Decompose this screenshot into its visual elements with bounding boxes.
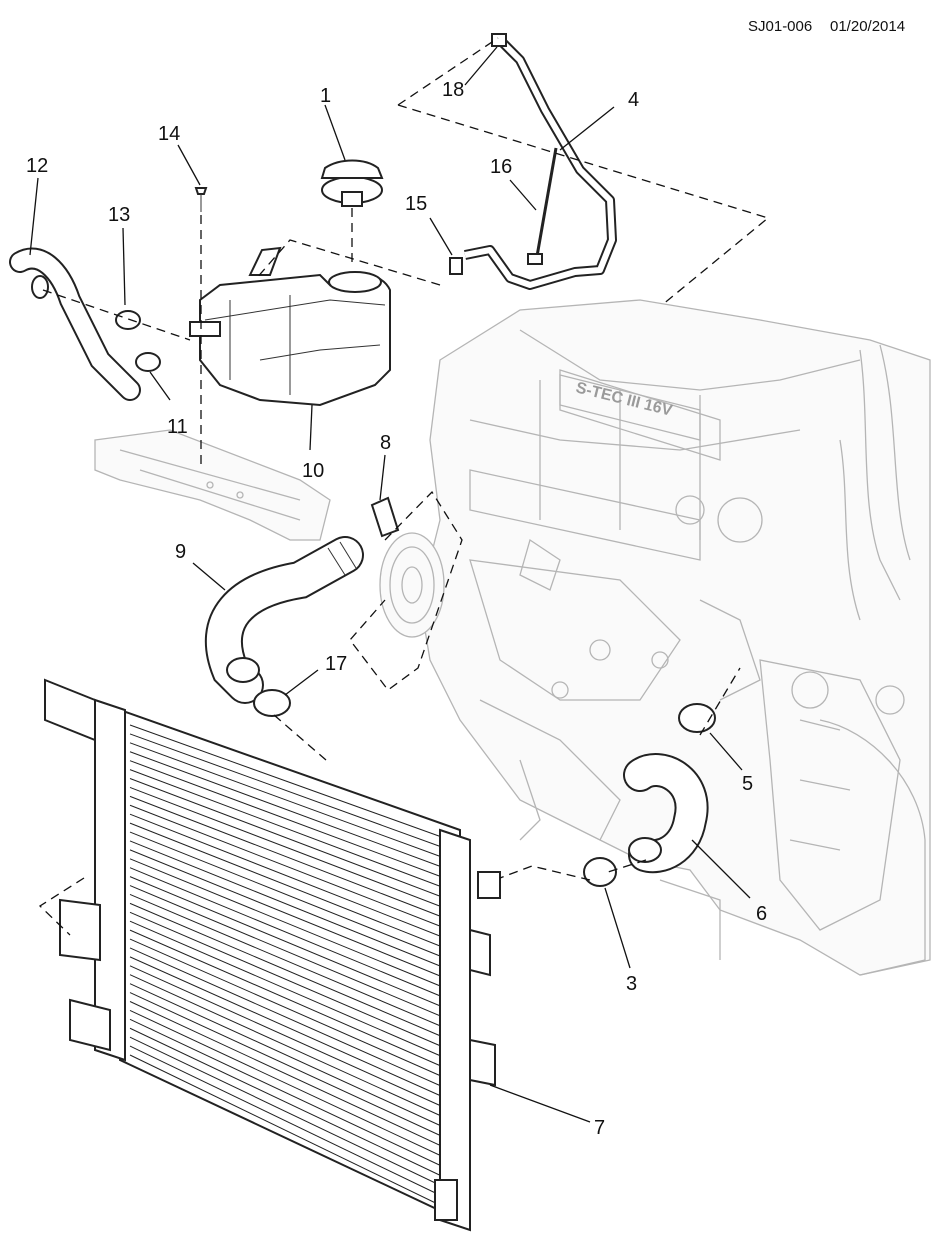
radiator-fin <box>129 742 451 861</box>
radiator-fin <box>129 983 451 1131</box>
radiator-fin <box>129 760 451 881</box>
upper-radiator-hose <box>204 536 364 704</box>
radiator-fin <box>129 1001 451 1151</box>
lower-radiator-hose <box>623 753 709 874</box>
callout-16: 16 <box>490 156 512 178</box>
radiator-fin <box>129 786 451 911</box>
radiator-fin <box>129 876 451 1011</box>
leader-lines <box>29 46 751 1123</box>
radiator-fin <box>129 1009 451 1161</box>
overflow-hose <box>464 36 617 290</box>
frame-rail <box>94 429 331 541</box>
callout-11: 11 <box>167 416 188 438</box>
radiator-fin <box>129 1018 451 1171</box>
radiator-fin <box>129 778 451 901</box>
radiator-fin <box>129 992 451 1141</box>
radiator-fin <box>129 804 451 931</box>
callout-12: 12 <box>26 155 48 177</box>
radiator-fin <box>129 813 451 941</box>
engine-assembly: S-TEC III 16V <box>379 299 931 976</box>
hose-clip-15 <box>449 257 463 275</box>
radiator-fin <box>129 1045 451 1201</box>
radiator-fin <box>129 849 451 981</box>
radiator-fin <box>129 867 451 1001</box>
radiator-fin <box>129 938 451 1081</box>
radiator-fin <box>129 1027 451 1181</box>
radiator-fin <box>129 885 451 1021</box>
radiator-fin <box>129 1036 451 1191</box>
reservoir-hose <box>9 247 141 401</box>
radiator <box>44 678 501 1232</box>
radiator-fin <box>129 920 451 1061</box>
callout-labels: 1 3 4 5 6 7 8 9 10 11 12 13 14 15 16 17 … <box>26 79 767 1139</box>
radiator-cap <box>320 159 384 207</box>
radiator-fin <box>129 965 451 1111</box>
radiator-fin <box>129 822 451 951</box>
hose-clamp-8 <box>370 496 400 538</box>
diagram-code: SJ01-006 <box>748 18 812 35</box>
callout-14: 14 <box>158 123 180 145</box>
callout-10: 10 <box>302 460 324 482</box>
radiator-fin <box>129 858 451 991</box>
callout-7: 7 <box>594 1117 605 1139</box>
hose-clamp-5 <box>678 703 716 733</box>
callout-13: 13 <box>108 204 130 226</box>
hose-clamp-3 <box>583 857 617 887</box>
group-lines <box>38 37 770 936</box>
callout-6: 6 <box>756 903 767 925</box>
radiator-fin <box>129 902 451 1041</box>
radiator-fin <box>129 795 451 921</box>
radiator-fin <box>129 1054 451 1211</box>
bolt <box>194 187 208 212</box>
callout-3: 3 <box>626 973 637 995</box>
callout-5: 5 <box>742 773 753 795</box>
hose-clamp-11 <box>135 352 161 372</box>
radiator-fin <box>129 974 451 1121</box>
callout-1: 1 <box>320 85 331 107</box>
cable-tie-16 <box>527 147 558 265</box>
radiator-fin <box>129 947 451 1091</box>
hose-clip-18 <box>491 33 507 47</box>
radiator-fin <box>129 751 451 871</box>
diagram-date: 01/20/2014 <box>830 18 905 35</box>
radiator-fin <box>129 956 451 1101</box>
callout-9: 9 <box>175 541 186 563</box>
callout-15: 15 <box>405 193 427 215</box>
radiator-fin <box>129 769 451 891</box>
hose-clamp-17 <box>253 689 291 717</box>
radiator-fin <box>129 724 451 841</box>
callout-8: 8 <box>380 432 391 454</box>
hose-clamp-13 <box>115 310 141 330</box>
radiator-fin <box>129 929 451 1071</box>
callout-17: 17 <box>325 653 347 675</box>
radiator-fin <box>129 733 451 851</box>
radiator-fin <box>129 840 451 971</box>
coolant-reservoir <box>189 246 391 407</box>
radiator-fin <box>129 831 451 961</box>
callout-4: 4 <box>628 89 639 111</box>
radiator-fin <box>129 893 451 1031</box>
callout-18: 18 <box>442 79 464 101</box>
radiator-fin <box>129 911 451 1051</box>
